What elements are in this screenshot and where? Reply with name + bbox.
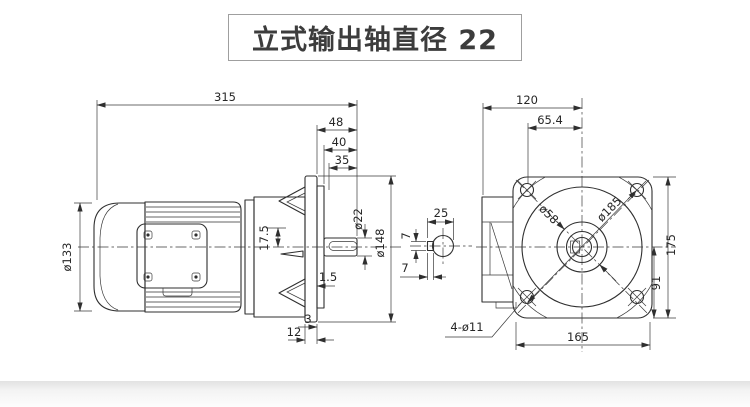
dim-center-to-bottom: 91	[649, 276, 663, 291]
dim-bolt-holes: 4-ø11	[450, 320, 483, 334]
dim-key-depth: 7	[401, 261, 408, 275]
dimension-line	[547, 212, 565, 230]
motor-end-cap-contour	[99, 203, 119, 311]
motor-gearbox-joint	[244, 199, 255, 315]
dim-overall-length: 315	[214, 90, 236, 104]
dimension-line	[527, 190, 637, 303]
terminal-box-side	[481, 196, 514, 303]
dim-motor-diameter: ø133	[60, 243, 74, 272]
motor-fins	[146, 206, 240, 308]
dim-boss-step: 3	[304, 312, 311, 326]
dim-box-to-center: 65.4	[537, 113, 563, 127]
dim-step-48: 48	[329, 115, 344, 129]
side-view: 315 48 40 35 ø133 17.5	[60, 90, 402, 344]
terminal-box-diagonal	[490, 222, 513, 290]
dimension-line	[599, 264, 617, 282]
shaft-keyway	[328, 241, 358, 251]
front-view: ø185 ø58 120 65.4 91 175 4-ø11	[445, 93, 678, 352]
dim-step-small: 1.5	[319, 270, 337, 284]
drawing-title-text: 立式输出轴直径 22	[252, 25, 498, 56]
key-tip	[280, 250, 304, 258]
dim-width-over-key: 25	[434, 206, 449, 220]
junction-box-screws	[143, 230, 201, 282]
bottom-fade	[0, 381, 750, 407]
dim-shaft-diameter: ø22	[351, 208, 365, 230]
gearbox-housing	[253, 196, 306, 318]
gearbox-cone-top-inner	[286, 192, 306, 212]
gearbox-cone-bottom-inner	[286, 282, 306, 302]
dim-bolt-spacing: 165	[567, 330, 589, 344]
drawing-title: 立式输出轴直径 22	[228, 14, 522, 61]
dim-key-width: 7	[399, 232, 413, 239]
output-flange	[304, 175, 318, 323]
gearbox-cone-top	[278, 186, 306, 216]
dim-flange-thickness: 12	[287, 325, 302, 339]
shaft-section-view: 25 7 7	[399, 206, 472, 280]
dim-edge-to-center: 120	[516, 93, 538, 107]
motor-body	[144, 201, 242, 313]
junction-box-tab	[162, 288, 193, 297]
dim-overall-height: 175	[664, 234, 678, 256]
leader-line	[445, 302, 522, 338]
dim-flange-diameter: ø148	[373, 229, 387, 258]
gearbox-cone-bottom	[278, 278, 306, 308]
dim-step-35: 35	[335, 153, 350, 167]
dim-key-offset: 17.5	[257, 225, 271, 251]
terminal-box-tab	[495, 302, 517, 309]
motor-end-cap	[93, 202, 146, 312]
junction-box	[136, 223, 208, 289]
dim-step-40: 40	[332, 135, 347, 149]
